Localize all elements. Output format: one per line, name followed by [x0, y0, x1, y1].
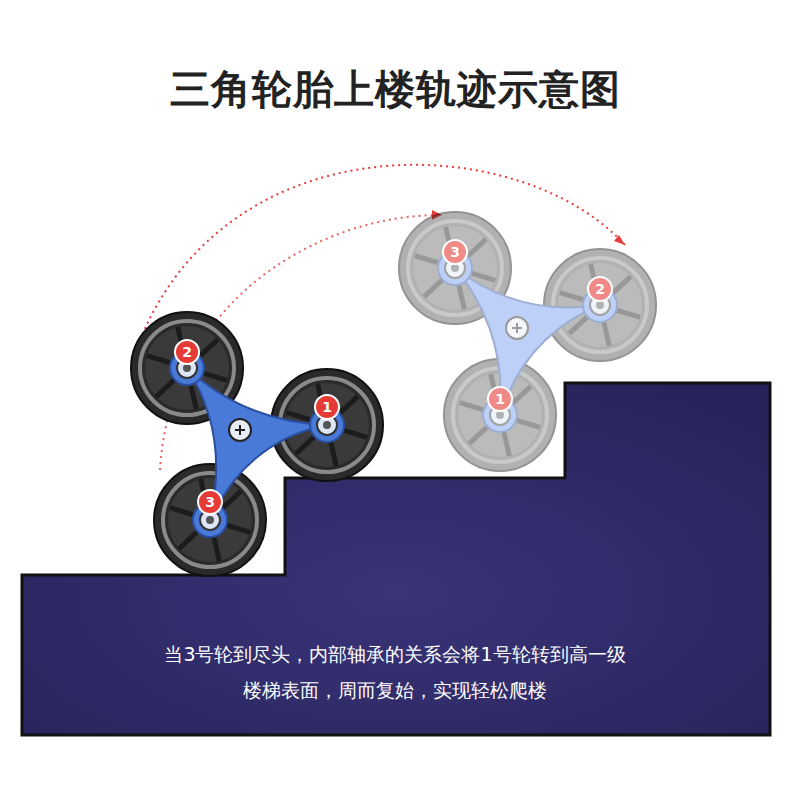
center-bolt	[229, 419, 251, 441]
caption-note: 当3号轮到尽头，内部轴承的关系会将1号轮转到高一级楼梯表面，周而复始，实现轻松爬…	[160, 636, 630, 708]
wheel-face	[458, 373, 542, 457]
tire	[154, 464, 266, 576]
bolt-cross	[512, 323, 522, 333]
arrow-head	[614, 235, 625, 245]
callout-number: 2	[174, 339, 200, 365]
rim	[163, 473, 257, 567]
rim	[553, 258, 647, 352]
callout-number: 3	[197, 489, 223, 515]
wheel-face	[558, 263, 642, 347]
tire	[544, 249, 656, 361]
axle-core	[183, 364, 191, 372]
axle-core	[451, 264, 459, 272]
title: 三角轮胎上楼轨迹示意图	[0, 62, 790, 117]
triangle-plate	[455, 268, 600, 415]
triangle-plate	[187, 368, 327, 520]
axle-core	[596, 301, 604, 309]
axle-core	[206, 516, 214, 524]
callout-number: 1	[487, 386, 513, 412]
ghost-wheelset	[399, 212, 656, 471]
axle-core	[323, 421, 331, 429]
wheel-face	[168, 478, 252, 562]
callout-number: 3	[442, 239, 468, 265]
bolt-cross	[235, 425, 245, 435]
callout-number: 1	[314, 394, 340, 420]
stairs	[22, 383, 770, 735]
center-bolt	[506, 317, 528, 339]
wheelset	[131, 312, 383, 576]
callout-number: 2	[587, 276, 613, 302]
axle-core	[496, 411, 504, 419]
